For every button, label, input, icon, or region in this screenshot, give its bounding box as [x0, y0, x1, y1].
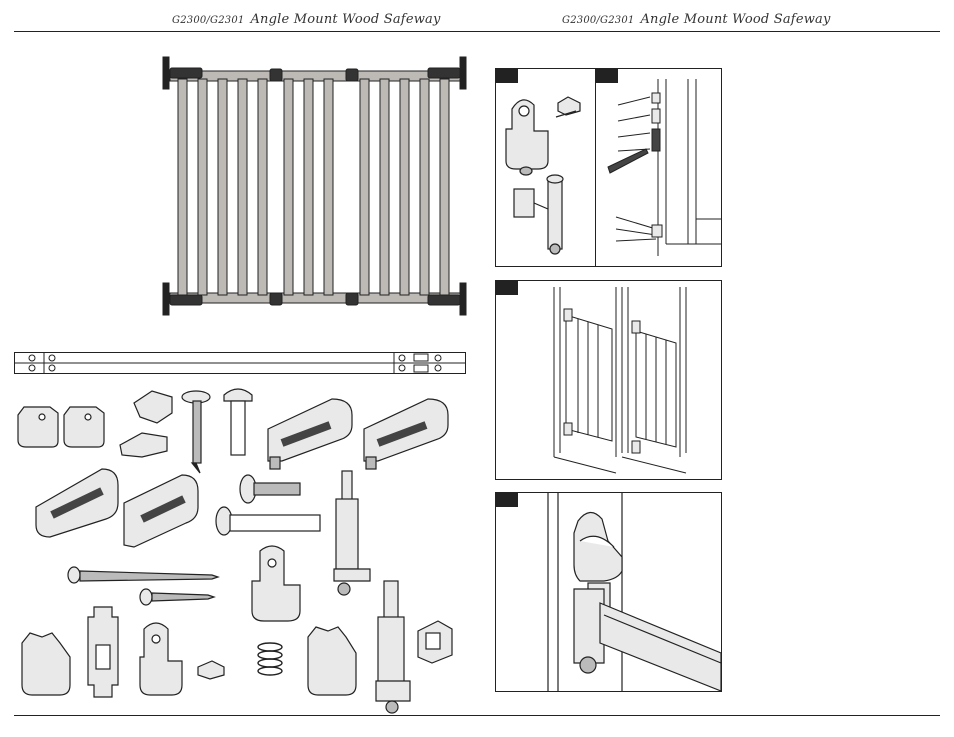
doorway-icon	[554, 287, 686, 473]
gate-icon	[163, 57, 466, 315]
parts-kit	[12, 385, 472, 715]
gate-slat	[420, 79, 429, 295]
rail-bars	[14, 352, 466, 374]
step-panel-1a	[495, 68, 597, 267]
gate-slat	[380, 79, 389, 295]
header-left: G2300/G2301 Angle Mount Wood Safeway	[172, 12, 441, 27]
bracket-icon	[506, 97, 580, 254]
gate-slat	[178, 79, 187, 295]
rail-icon	[14, 352, 466, 374]
gate-slat	[360, 79, 369, 295]
header-right-title: Angle Mount Wood Safeway	[640, 12, 830, 27]
gate-slat	[218, 79, 227, 295]
parts-icon	[18, 389, 452, 713]
header-rule	[14, 31, 940, 32]
gate-illustration	[160, 55, 470, 317]
gate-slat	[284, 79, 293, 295]
step-panel-3	[495, 492, 722, 692]
gate-slat	[400, 79, 409, 295]
gate-slat	[238, 79, 247, 295]
header-left-code: G2300/G2301	[172, 15, 244, 26]
gate-slat	[324, 79, 333, 295]
hinge-icon	[548, 493, 721, 691]
header-right-code: G2300/G2301	[562, 15, 634, 26]
gate-slat	[304, 79, 313, 295]
gate-slat	[198, 79, 207, 295]
gate-slat	[258, 79, 267, 295]
step-panel-1b	[595, 68, 722, 267]
header-right: G2300/G2301 Angle Mount Wood Safeway	[562, 12, 831, 27]
gate-slat	[440, 79, 449, 295]
header-left-title: Angle Mount Wood Safeway	[250, 12, 440, 27]
footer-rule	[14, 715, 940, 716]
step-panel-2	[495, 280, 722, 480]
mounting-icon	[608, 79, 721, 256]
